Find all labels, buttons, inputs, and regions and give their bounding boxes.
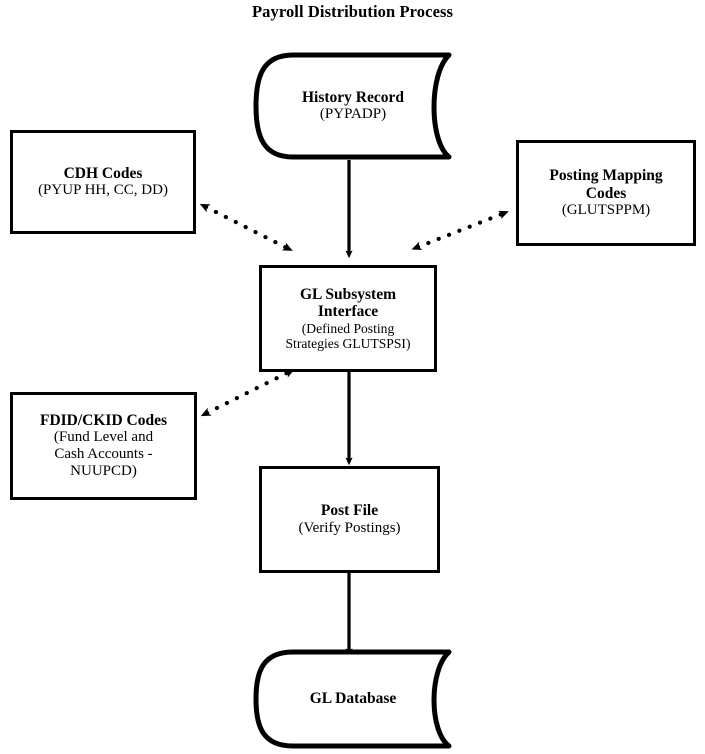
node-title-line1: GL Subsystem [299,285,397,303]
node-post-file[interactable]: Post File (Verify Postings) [259,466,440,573]
node-history-record[interactable]: History Record (PYPADP) [253,52,453,160]
page-title: Payroll Distribution Process [251,2,454,21]
node-gl-database[interactable]: GL Database [253,649,453,749]
node-title-line2: Interface [317,303,379,321]
node-cdh-codes[interactable]: CDH Codes (PYUP HH, CC, DD) [10,130,196,234]
node-title-line1: Posting Mapping [549,167,663,185]
node-subtitle-line2: Cash Accounts - [54,446,153,463]
connector-fdid-to-interface [200,367,296,417]
connector-posting-to-interface [411,209,510,250]
connector-cdh-to-interface [199,203,294,253]
node-subtitle-line1: (Fund Level and [53,429,154,446]
node-subtitle: (GLUTSPPM) [561,201,651,218]
node-title: FDID/CKID Codes [39,412,168,430]
node-title: CDH Codes [63,164,143,182]
node-posting-mapping-codes[interactable]: Posting Mapping Codes (GLUTSPPM) [516,140,696,246]
node-subtitle-line1: (Defined Posting [301,320,395,336]
node-subtitle-line3: NUUPCD) [70,463,137,480]
node-fdid-ckid-codes[interactable]: FDID/CKID Codes (Fund Level and Cash Acc… [10,392,197,500]
node-subtitle: (PYUP HH, CC, DD) [38,182,168,199]
node-subtitle: (Verify Postings) [298,519,401,536]
node-gl-subsystem-interface[interactable]: GL Subsystem Interface (Defined Posting … [259,265,437,372]
node-title: Post File [320,502,379,520]
node-title-line2: Codes [585,184,627,202]
node-subtitle-line2: Strategies GLUTSPSI) [285,335,411,351]
